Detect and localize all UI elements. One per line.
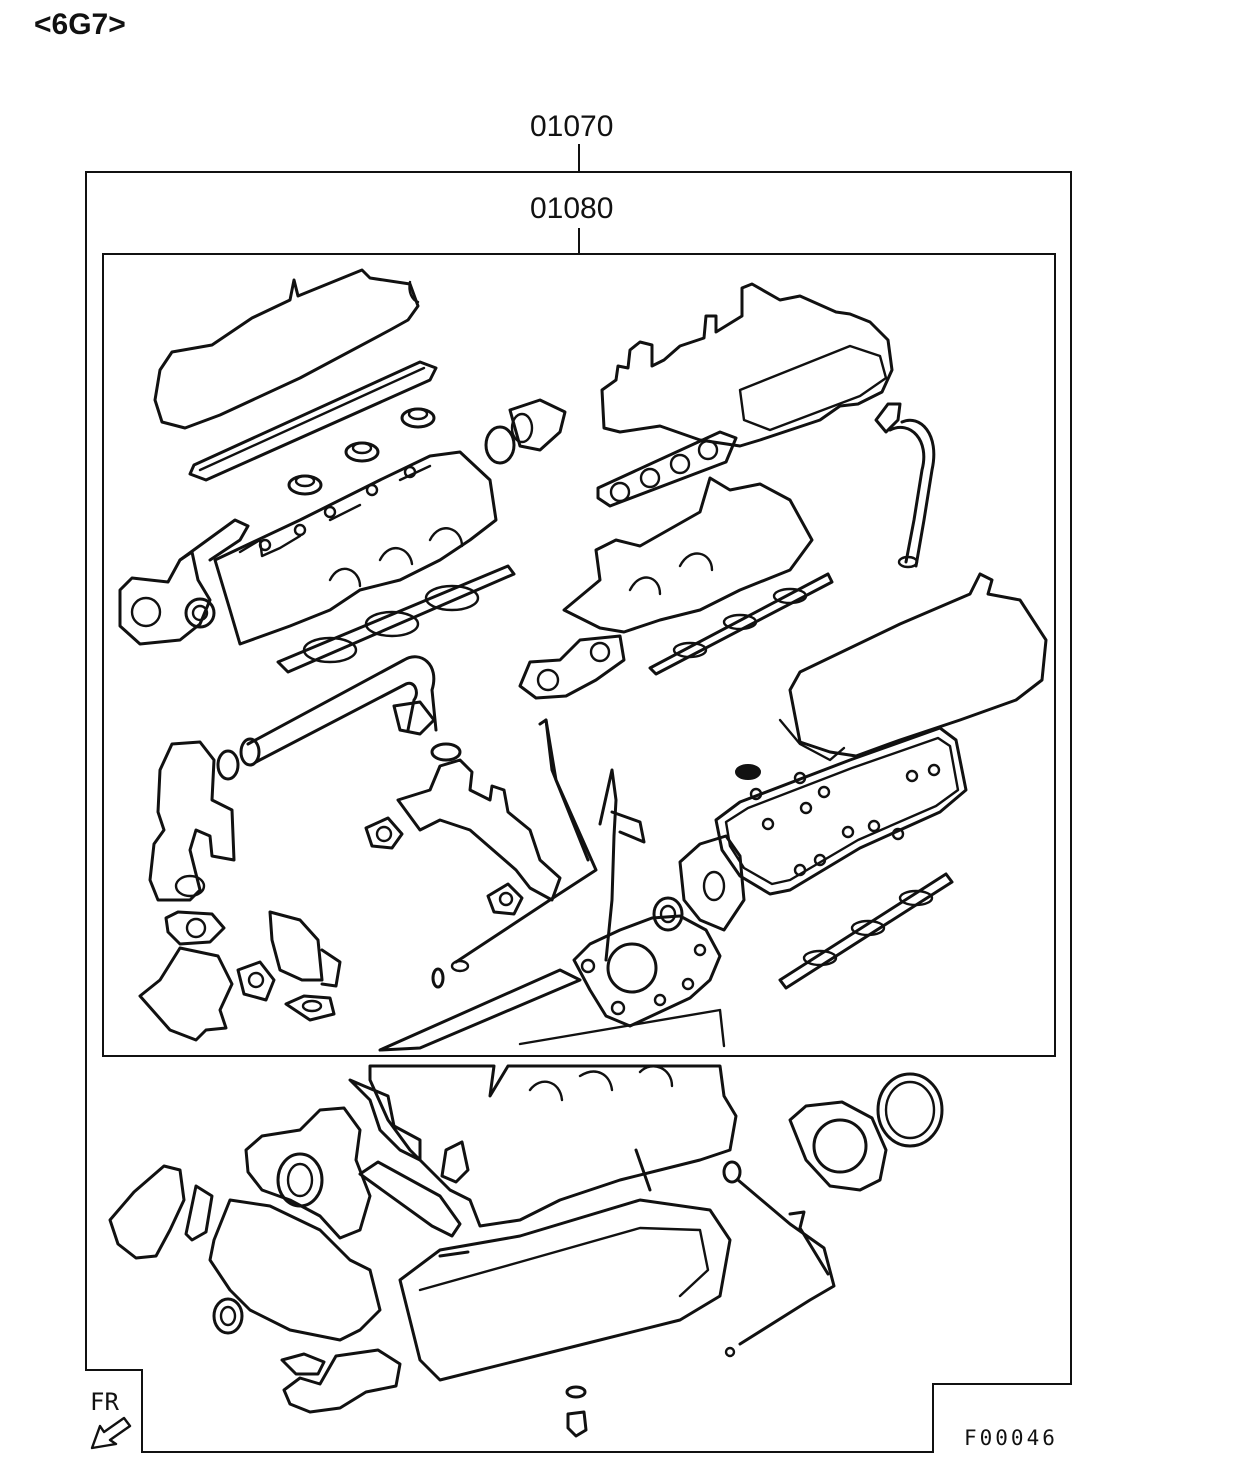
exhaust-gasket-right[interactable] <box>648 572 834 676</box>
oil-pump-gaskets[interactable] <box>348 1078 470 1238</box>
cylinder-head-left <box>213 450 498 646</box>
front-direction-label: FR <box>90 1388 119 1416</box>
head-gasket-left[interactable] <box>276 564 516 674</box>
timing-belt-cover-lower <box>244 1106 372 1240</box>
figure-code: F00046 <box>964 1426 1058 1450</box>
intake-gasket-right[interactable] <box>596 430 738 508</box>
thermostat-housing[interactable] <box>148 740 236 902</box>
water-pump-gasket[interactable] <box>108 1164 214 1260</box>
oil-strainer[interactable] <box>280 1348 402 1414</box>
part-label-inner-kit[interactable]: 01080 <box>530 192 614 225</box>
rocker-cover-left[interactable] <box>153 268 438 482</box>
outer-kit-frame <box>85 144 1072 1453</box>
rocker-cover-gasket-right[interactable] <box>714 726 968 896</box>
drain-plug[interactable] <box>565 1385 588 1438</box>
crankshaft-seal-front[interactable] <box>212 1297 244 1335</box>
cylinder-block-upper <box>678 834 746 932</box>
inner-kit-frame <box>102 228 1056 1057</box>
water-manifold <box>364 758 562 916</box>
cylinder-block-lower <box>368 1064 738 1228</box>
water-pipe[interactable] <box>216 655 462 781</box>
arrow-down-left-icon <box>90 1416 132 1450</box>
pcv-hose[interactable] <box>874 402 936 569</box>
engine-code-title: <6G7> <box>34 8 126 41</box>
water-outlet-gasket[interactable] <box>518 634 626 700</box>
exhaust-gasket-lower-right[interactable] <box>778 872 954 990</box>
oil-pan-gasket-upper[interactable] <box>378 968 726 1052</box>
cylinder-head-gasket-right[interactable] <box>572 896 722 1028</box>
rear-oil-seal-case[interactable] <box>788 1072 944 1192</box>
spark-plug-tube-seals[interactable] <box>287 407 436 496</box>
throttle-body-seal[interactable] <box>484 398 567 465</box>
dipstick[interactable] <box>722 1160 836 1358</box>
front-case-gaskets[interactable] <box>138 910 342 1042</box>
dipstick-tube[interactable] <box>431 718 646 989</box>
intake-manifold-upper <box>600 282 894 448</box>
part-label-outer-kit[interactable]: 01070 <box>530 110 614 143</box>
timing-cover-gaskets-left[interactable] <box>118 518 250 646</box>
rocker-cover-right <box>778 572 1048 762</box>
cylinder-head-right <box>562 476 814 634</box>
oil-pan-lower <box>208 1148 732 1382</box>
